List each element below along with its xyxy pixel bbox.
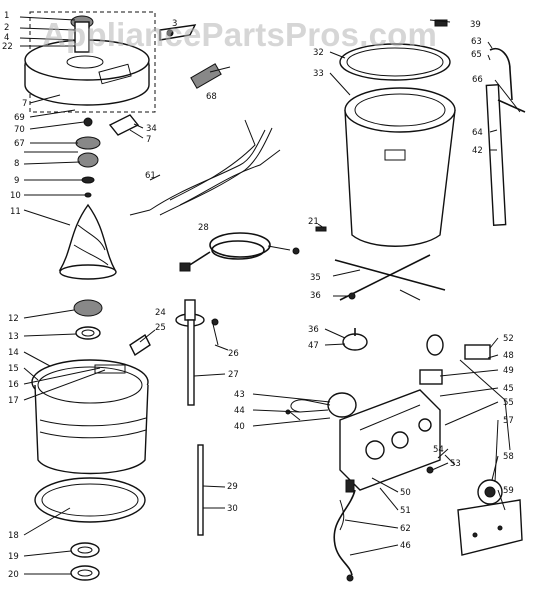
lower-harness bbox=[333, 479, 356, 582]
callout-2: 2 bbox=[4, 23, 9, 33]
tub-assembly bbox=[31, 299, 149, 581]
callout-29: 29 bbox=[227, 482, 238, 492]
brake-shaft-assembly bbox=[129, 299, 219, 536]
callout-66: 66 bbox=[472, 75, 483, 85]
callout-33: 33 bbox=[313, 69, 324, 79]
callout-8: 8 bbox=[14, 159, 19, 169]
callout-57: 57 bbox=[503, 416, 514, 426]
callout-32: 32 bbox=[313, 48, 324, 58]
switch-wiring bbox=[285, 392, 357, 421]
callout-14: 14 bbox=[8, 348, 19, 358]
callout-9: 9 bbox=[14, 176, 19, 186]
callout-labels: 1 2 4 22 3 7 7 68 69 70 34 67 8 9 10 11 … bbox=[2, 11, 514, 580]
callout-47: 47 bbox=[308, 341, 319, 351]
callout-34: 34 bbox=[146, 124, 157, 134]
callout-65: 65 bbox=[471, 50, 482, 60]
callout-16: 16 bbox=[8, 380, 19, 390]
agitator bbox=[58, 203, 117, 280]
callout-3: 3 bbox=[172, 19, 177, 29]
wiring-harness bbox=[129, 119, 281, 216]
callout-10: 10 bbox=[10, 191, 21, 201]
callout-54: 54 bbox=[433, 445, 444, 455]
callout-27: 27 bbox=[228, 370, 239, 380]
callout-67: 67 bbox=[14, 139, 25, 149]
callout-63: 63 bbox=[471, 37, 482, 47]
callout-70: 70 bbox=[14, 125, 25, 135]
callout-24: 24 bbox=[155, 308, 166, 318]
callout-4: 4 bbox=[4, 33, 9, 43]
callout-42: 42 bbox=[472, 146, 483, 156]
callout-15: 15 bbox=[8, 364, 19, 374]
callout-59: 59 bbox=[503, 486, 514, 496]
callout-36b: 36 bbox=[308, 325, 319, 335]
callout-36a: 36 bbox=[310, 291, 321, 301]
callout-43: 43 bbox=[234, 390, 245, 400]
callout-46: 46 bbox=[400, 541, 411, 551]
callout-44: 44 bbox=[234, 406, 245, 416]
callout-40: 40 bbox=[234, 422, 245, 432]
callout-49: 49 bbox=[503, 366, 514, 376]
callout-20: 20 bbox=[8, 570, 19, 580]
callout-28: 28 bbox=[198, 223, 209, 233]
callout-18: 18 bbox=[8, 531, 19, 541]
callout-48: 48 bbox=[503, 351, 514, 361]
callout-69: 69 bbox=[14, 113, 25, 123]
callout-22: 22 bbox=[2, 42, 13, 52]
callout-7b: 7 bbox=[146, 135, 151, 145]
callout-35: 35 bbox=[310, 273, 321, 283]
callout-13: 13 bbox=[8, 332, 19, 342]
callout-64: 64 bbox=[472, 128, 483, 138]
callout-50: 50 bbox=[400, 488, 411, 498]
callout-52: 52 bbox=[503, 334, 514, 344]
callout-7a: 7 bbox=[22, 99, 27, 109]
callout-26: 26 bbox=[228, 349, 239, 359]
leveling-feet bbox=[342, 328, 444, 356]
callout-53: 53 bbox=[450, 459, 461, 469]
callout-58: 58 bbox=[503, 452, 514, 462]
callout-12: 12 bbox=[8, 314, 19, 324]
control-console bbox=[339, 344, 523, 556]
callout-21: 21 bbox=[308, 217, 319, 227]
transmission-assembly bbox=[24, 11, 222, 198]
callout-25: 25 bbox=[155, 323, 166, 333]
callout-1: 1 bbox=[4, 11, 9, 21]
callout-61: 61 bbox=[145, 171, 156, 181]
power-cord bbox=[179, 232, 300, 272]
callout-30: 30 bbox=[227, 504, 238, 514]
callout-45: 45 bbox=[503, 384, 514, 394]
callout-68: 68 bbox=[206, 92, 217, 102]
callout-62: 62 bbox=[400, 524, 411, 534]
callout-19: 19 bbox=[8, 552, 19, 562]
callout-55: 55 bbox=[503, 398, 514, 408]
callout-11: 11 bbox=[10, 207, 21, 217]
cabinet bbox=[339, 19, 456, 247]
callout-39: 39 bbox=[470, 20, 481, 30]
leader-lines bbox=[19, 16, 521, 575]
callout-51: 51 bbox=[400, 506, 411, 516]
base-cross-brace bbox=[315, 226, 446, 301]
callout-17: 17 bbox=[8, 396, 19, 406]
standpipe bbox=[485, 48, 526, 226]
